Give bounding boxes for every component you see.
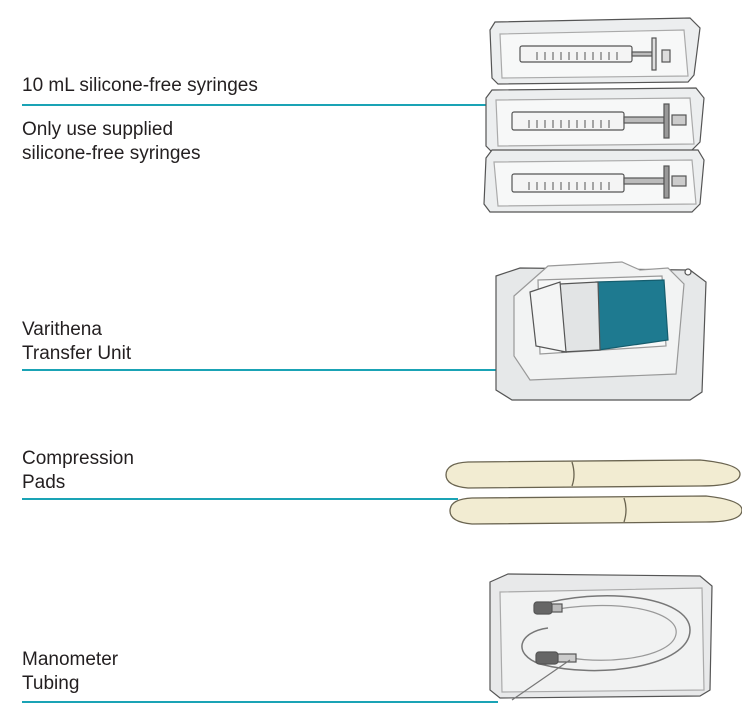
syringe-package-icon: [486, 88, 704, 152]
compression-pad-icon: [450, 496, 742, 524]
transfer-unit-package-icon: [496, 262, 706, 400]
tubing-package-icon: [490, 574, 712, 700]
compression-pad-icon: [446, 460, 740, 488]
syringe-package-icon: [484, 150, 704, 212]
syringe-package-icon: [490, 18, 700, 84]
